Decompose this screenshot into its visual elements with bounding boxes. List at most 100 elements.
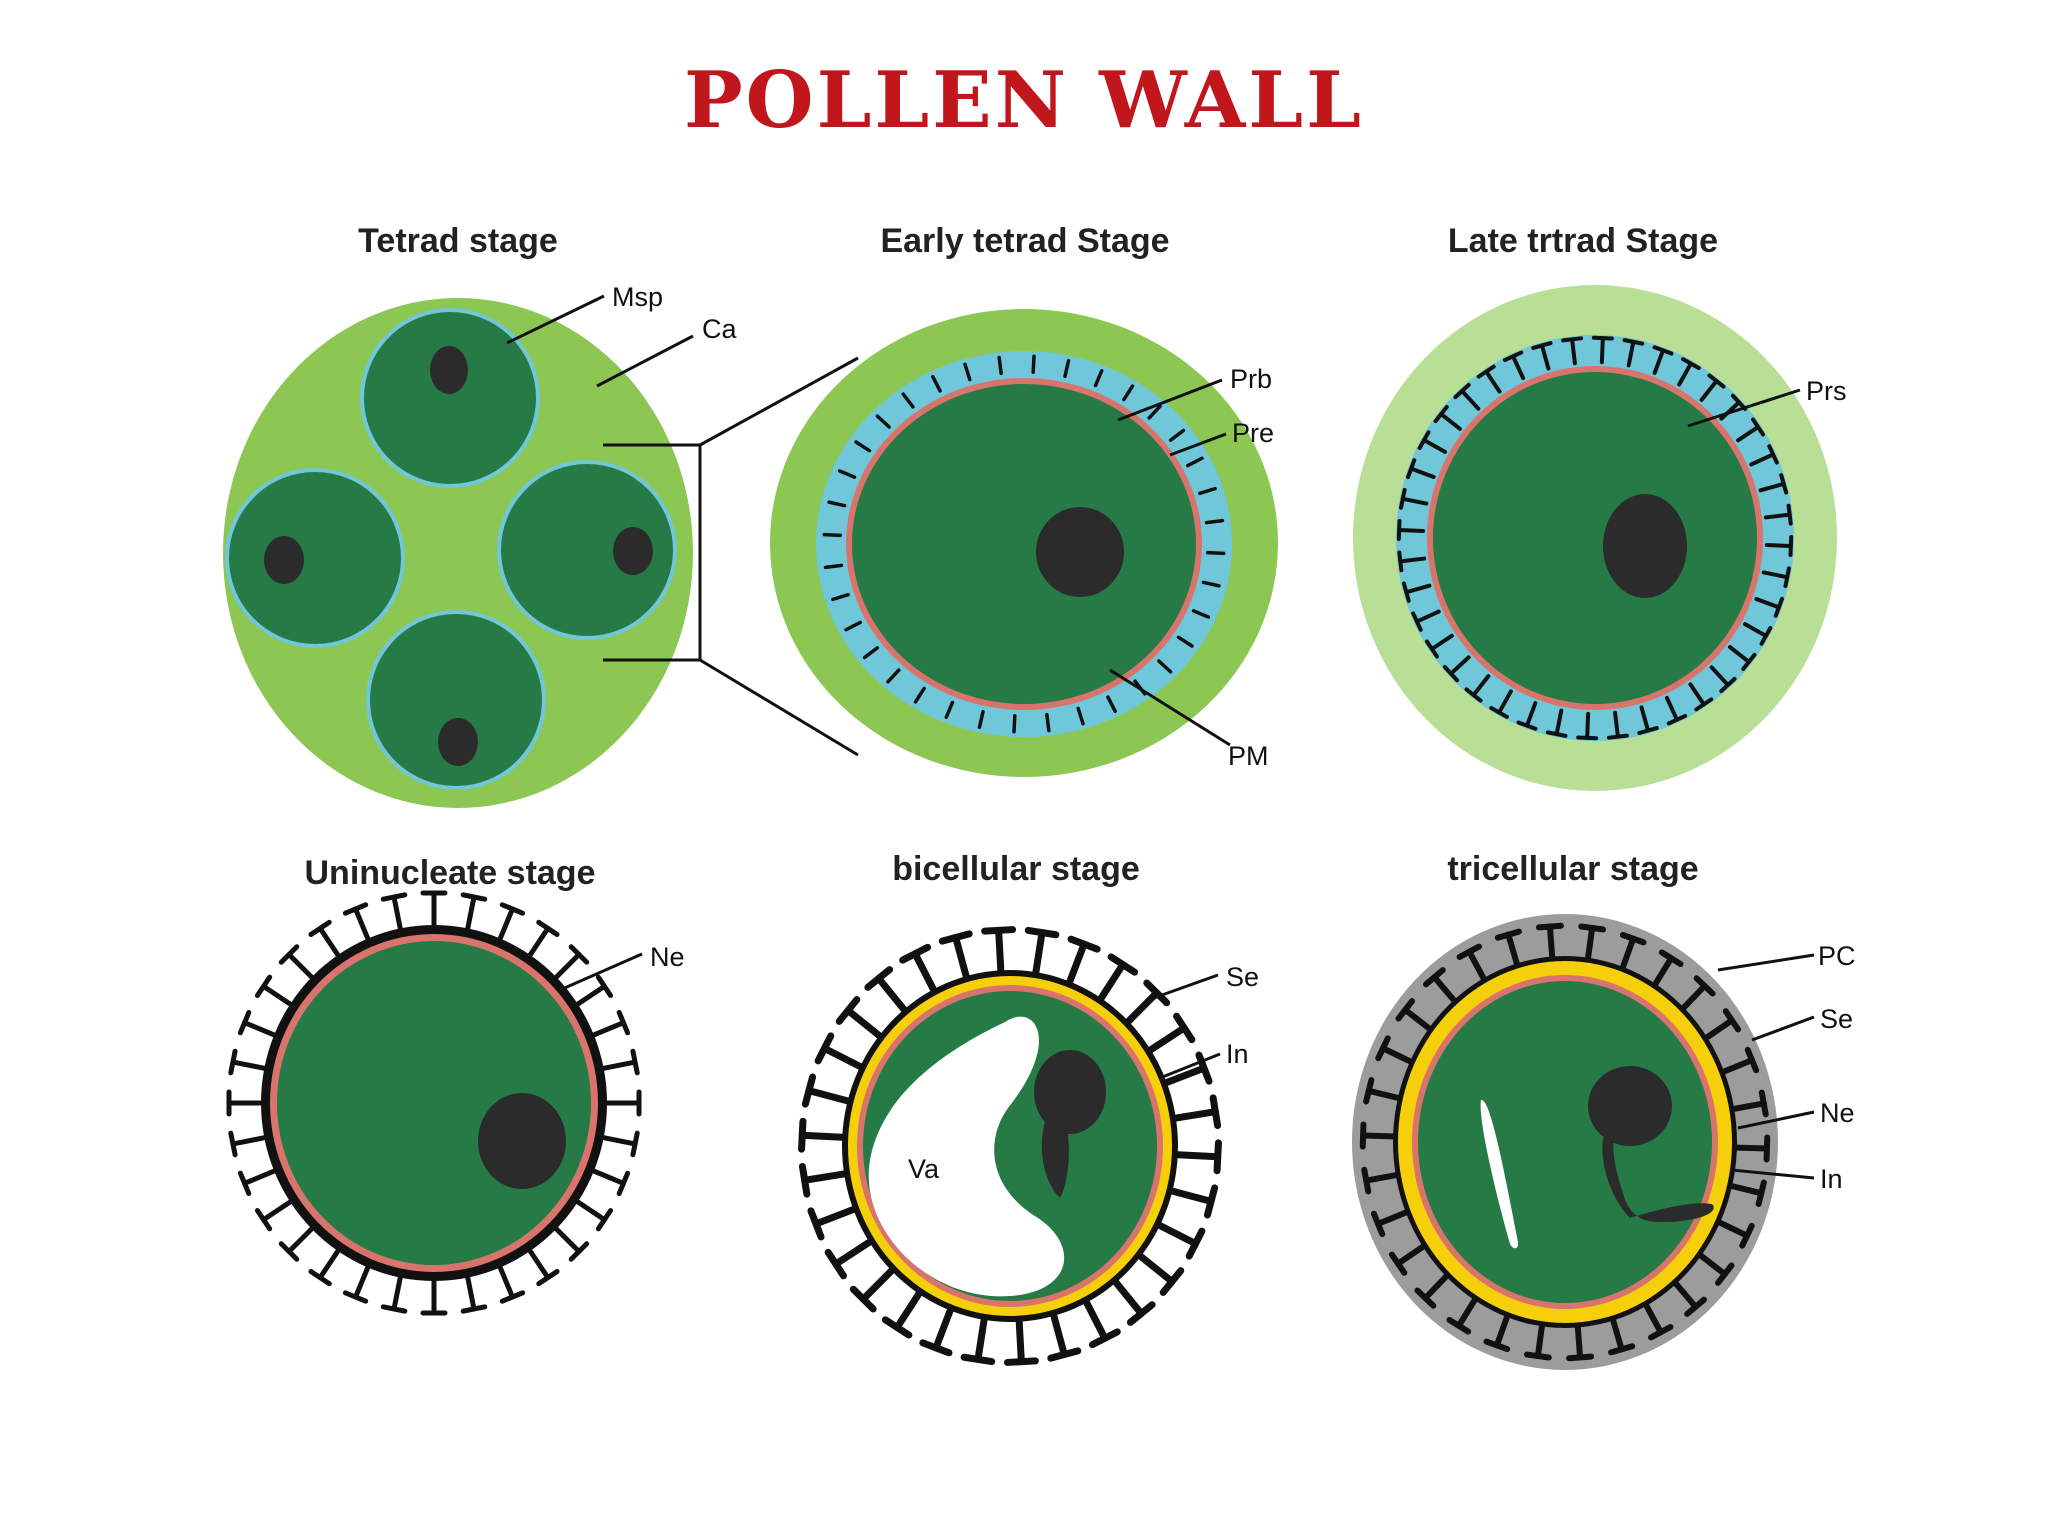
exine-tectum-cap (1007, 1361, 1035, 1363)
exine-tectum-cap (1594, 338, 1612, 339)
exine-rod (604, 1062, 635, 1068)
exine-rod (1767, 545, 1791, 546)
stage-title-late-tetrad: Late trtrad Stage (1448, 222, 1718, 260)
exine-tectum-cap (1207, 1188, 1214, 1215)
nucleus (613, 527, 653, 575)
microspore-bottom (368, 612, 544, 788)
exine-rod (1178, 1155, 1218, 1157)
exine-rod (1151, 1028, 1184, 1050)
exine-rod (816, 1209, 853, 1223)
label-ca: Ca (702, 314, 737, 344)
exine-rod (530, 928, 548, 955)
exine-rod (1176, 1112, 1215, 1118)
label-pre: Pre (1232, 418, 1274, 448)
exine-tectum-cap (1217, 1143, 1218, 1171)
exine-rod (897, 1294, 919, 1328)
exine-rod (1550, 927, 1552, 957)
label-prs: Prs (1806, 376, 1847, 406)
exine-tectum-cap (811, 1211, 821, 1237)
exine-rod (594, 1023, 624, 1035)
exine-rod (233, 1062, 264, 1068)
exine-rod (1054, 1316, 1064, 1355)
exine-tectum-cap (1767, 1137, 1768, 1159)
exine-rod (556, 955, 579, 978)
exine-tectum-cap (923, 1343, 949, 1353)
label-in: In (1820, 1164, 1843, 1194)
early-tetrad-stage-diagram: Prb Pre PM (770, 309, 1278, 777)
exine-rod (915, 954, 933, 990)
exine-rod (1578, 1327, 1580, 1357)
exine-tectum-cap (1399, 552, 1401, 570)
exine-tectum-cap (1790, 537, 1791, 555)
exine-tectum-cap (633, 1051, 637, 1073)
exine-rod (394, 1278, 400, 1309)
exine-rod (1538, 1326, 1542, 1356)
exine-tectum-cap (1213, 1098, 1217, 1126)
exine-rod (289, 1229, 312, 1252)
label-ne: Ne (650, 942, 685, 972)
exine-rod (1101, 965, 1123, 999)
exine-rod (1033, 356, 1034, 372)
exine-rod (1014, 716, 1015, 732)
exine-rod (999, 357, 1001, 373)
exine-rod (356, 1267, 368, 1297)
exine-rod (530, 1251, 548, 1278)
exine-rod (245, 1023, 275, 1035)
stage-title-early-tetrad: Early tetrad Stage (880, 222, 1169, 260)
exine-rod (245, 1171, 275, 1183)
se-leader (1752, 1017, 1814, 1040)
uninucleate-stage-diagram: Ne (229, 893, 685, 1313)
exine-rod (604, 1138, 635, 1144)
label-pc: PC (1818, 941, 1856, 971)
exine-tectum-cap (802, 1166, 806, 1194)
microspore-left (227, 470, 403, 646)
exine-rod (594, 1171, 624, 1183)
exine-tectum-cap (1539, 926, 1561, 928)
exine-rod (824, 1048, 860, 1066)
exine-rod (1737, 1148, 1767, 1149)
nucleus (438, 718, 478, 766)
exine-tectum-cap (942, 934, 969, 941)
nucleus (430, 346, 468, 394)
exine-rod (1141, 1256, 1172, 1281)
exine-tectum-cap (633, 1133, 637, 1155)
label-se: Se (1820, 1004, 1853, 1034)
cytoplasm (1433, 372, 1757, 704)
stage-title-tricellular: tricellular stage (1447, 850, 1698, 888)
exine-rod (556, 1229, 579, 1252)
exine-rod (578, 1202, 605, 1220)
vegetative-nucleus (1588, 1066, 1672, 1146)
tetrad-stage-diagram: Msp Ca (223, 282, 858, 808)
exine-rod (809, 1091, 848, 1101)
exine-rod (1363, 1136, 1393, 1137)
label-va: Va (908, 1154, 940, 1184)
exine-rod (320, 928, 338, 955)
nucleus (478, 1093, 566, 1189)
microspore-right (499, 462, 675, 638)
label-pm: PM (1228, 741, 1269, 771)
exine-rod (1207, 521, 1223, 523)
exine-rod (1019, 1322, 1021, 1362)
exine-rod (289, 955, 312, 978)
microspore-top (362, 310, 538, 486)
exine-rod (879, 978, 904, 1009)
exine-rod (468, 1278, 474, 1309)
exine-rod (863, 1271, 891, 1299)
stage-title-tetrad: Tetrad stage (358, 222, 558, 260)
exine-rod (805, 1174, 844, 1180)
label-prb: Prb (1230, 364, 1272, 394)
exine-rod (1116, 1283, 1141, 1314)
exine-tectum-cap (985, 930, 1013, 932)
exine-rod (233, 1138, 264, 1144)
exine-rod (1087, 1303, 1105, 1339)
exine-rod (848, 1010, 879, 1035)
exine-rod (1588, 928, 1592, 958)
exine-tectum-cap (1527, 1355, 1549, 1358)
exine-tectum-cap (1363, 1125, 1364, 1147)
label-in: In (1226, 1039, 1249, 1069)
exine-rod (936, 1310, 950, 1347)
exine-tectum-cap (964, 1357, 992, 1361)
exine-rod (1572, 339, 1575, 363)
label-msp: Msp (612, 282, 663, 312)
generative-cell-nucleus (1034, 1050, 1106, 1134)
